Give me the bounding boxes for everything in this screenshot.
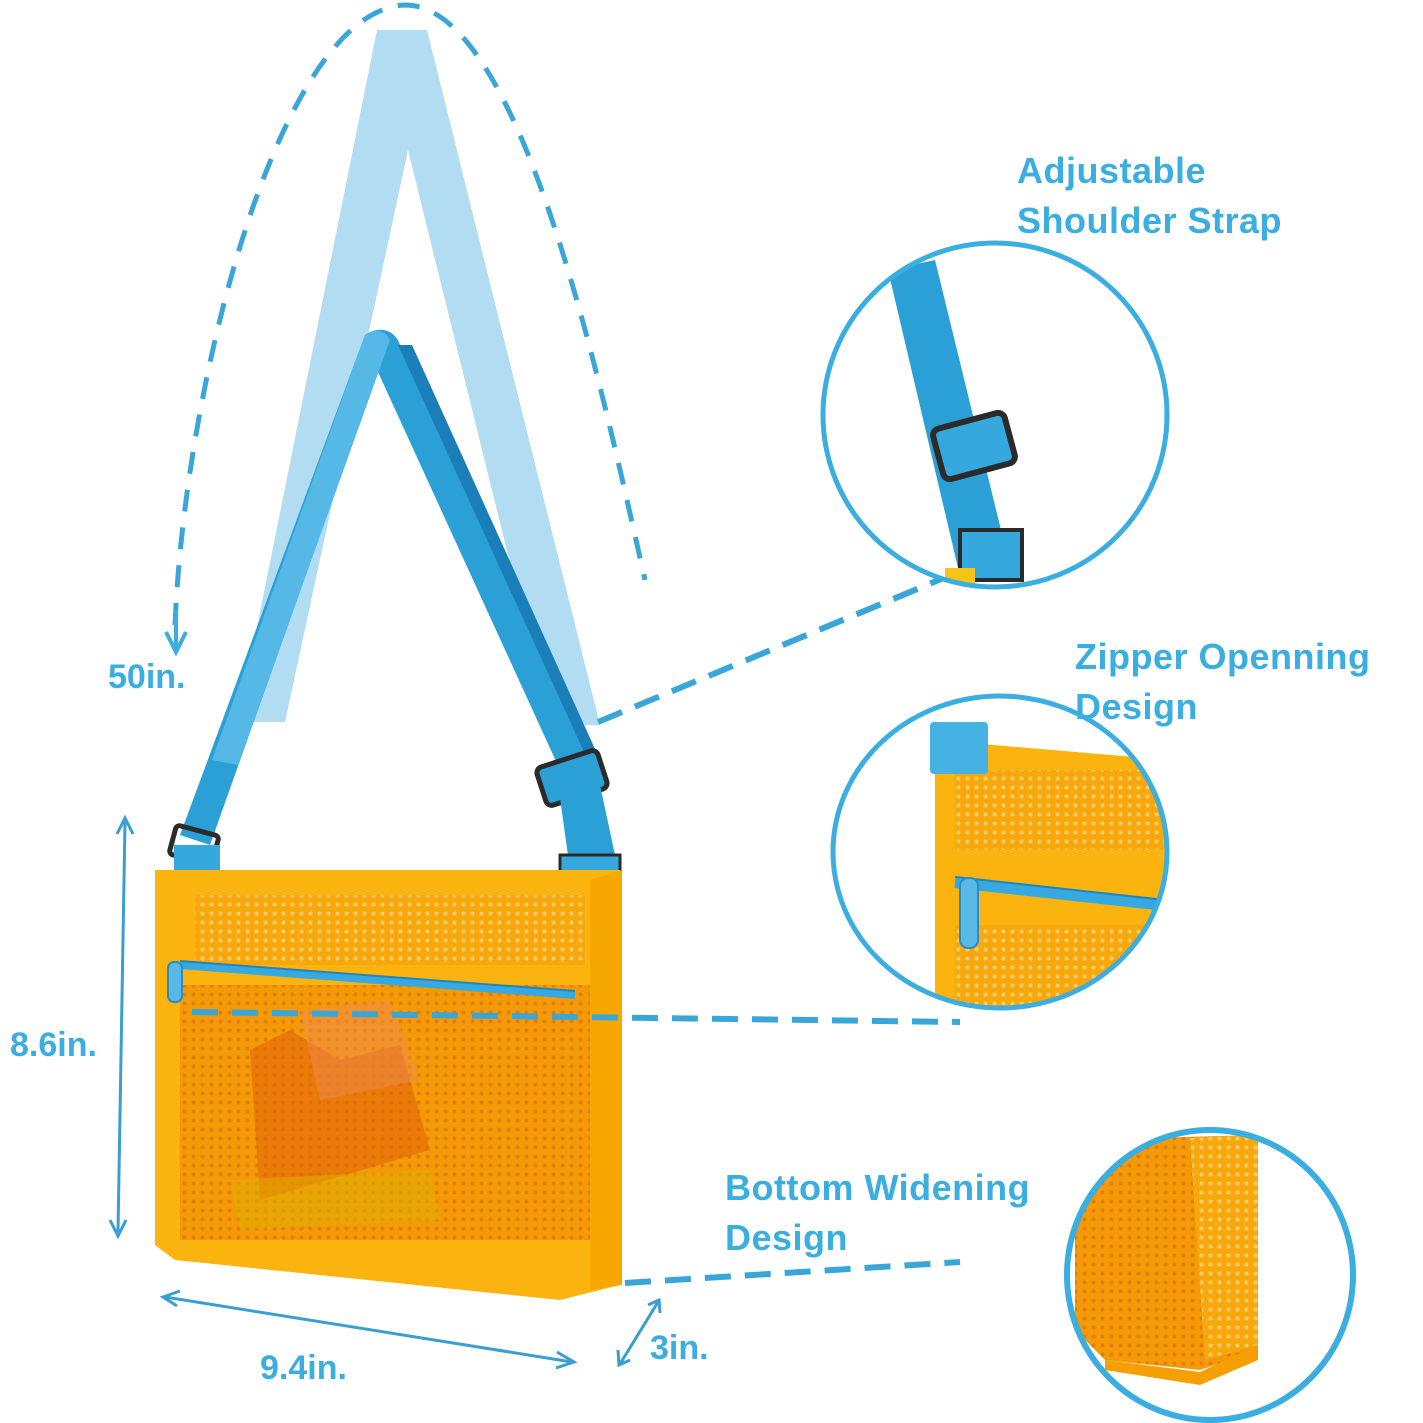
bottom-detail-callout [1064, 1127, 1356, 1423]
strap-detail-callout [820, 240, 1170, 590]
feature-bottom-line2: Design [725, 1216, 849, 1258]
callout-connectors [191, 569, 961, 1286]
feature-zipper-line1: Zipper Openning [1075, 636, 1371, 677]
width-label: 9.4in. [260, 1349, 347, 1387]
depth-arrow [616, 1297, 662, 1368]
zipper-detail-callout [830, 693, 1170, 1011]
height-arrow [108, 814, 135, 1240]
strap-length-label: 50in. [108, 658, 186, 696]
depth-label: 3in. [650, 1329, 709, 1367]
feature-label-strap: Adjustable Shoulder Strap [1017, 146, 1282, 245]
feature-label-zipper: Zipper Openning Design [1075, 632, 1370, 731]
feature-zipper-line2: Design [1075, 685, 1199, 727]
feature-label-bottom: Bottom Widening Design [725, 1163, 1030, 1262]
feature-strap-line1: Adjustable [1017, 150, 1207, 191]
extended-strap-silhouette [238, 30, 600, 725]
feature-strap-line2: Shoulder Strap [1017, 199, 1283, 241]
feature-bottom-line1: Bottom Widening [725, 1167, 1031, 1208]
height-label: 8.6in. [10, 1026, 97, 1064]
strap-length-dashed-arc [164, 2, 648, 657]
shoulder-strap [167, 329, 622, 912]
mesh-bag [155, 870, 622, 1300]
width-arrow [159, 1289, 578, 1370]
